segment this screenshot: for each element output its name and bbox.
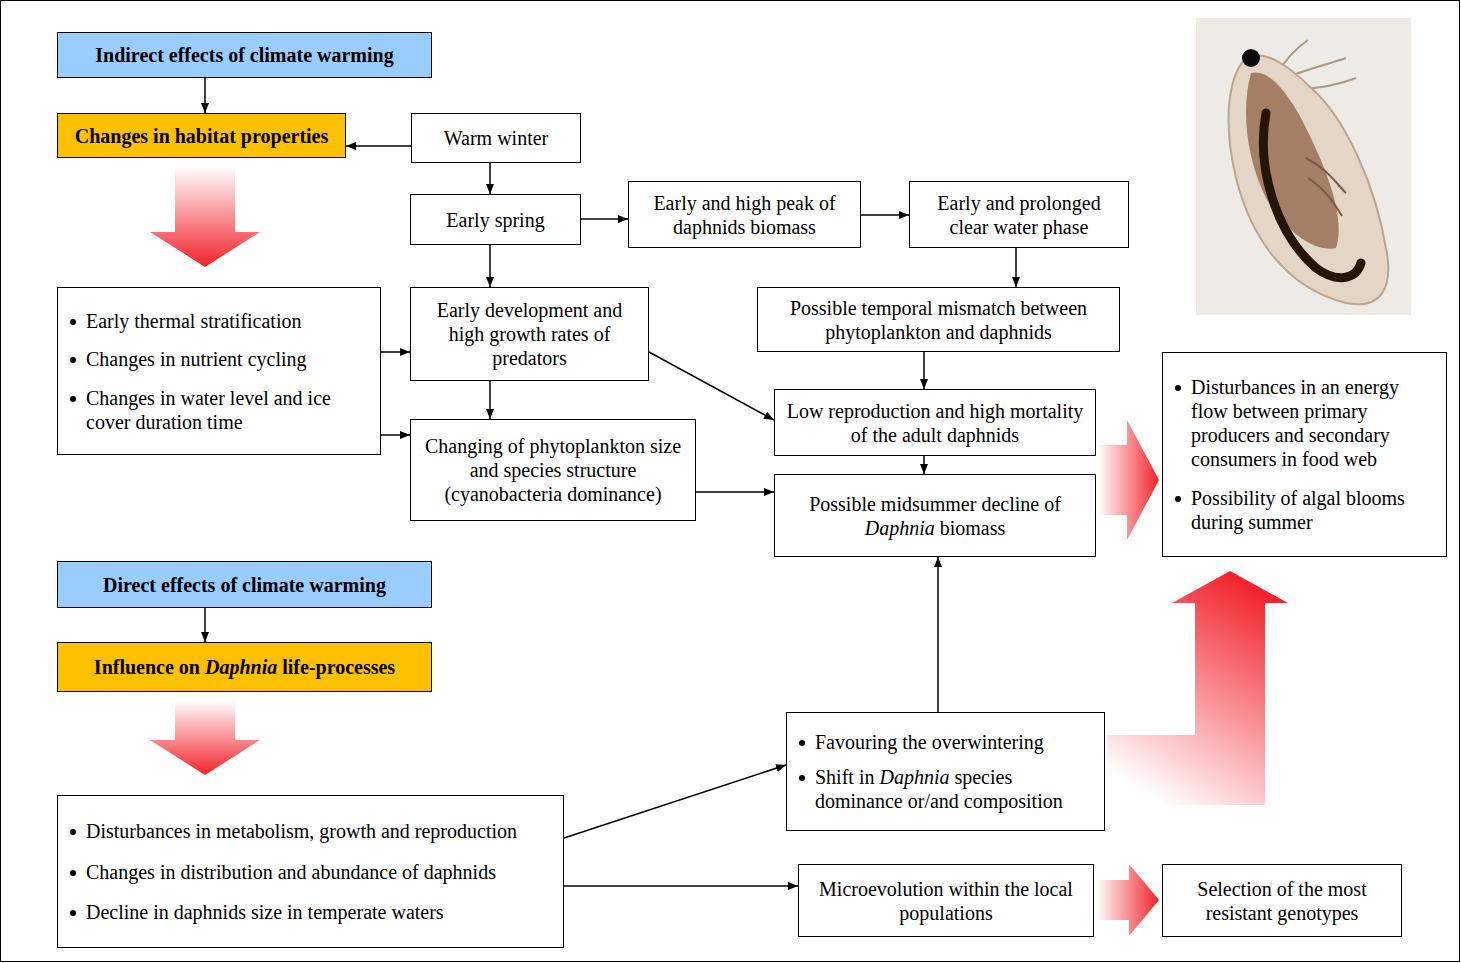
flow-arrow xyxy=(696,491,774,493)
block-arrow xyxy=(1096,864,1159,936)
box-label: Warm winter xyxy=(444,126,548,150)
bullet-item: Early thermal stratification xyxy=(68,309,372,333)
process-box: Early development and high growth rates … xyxy=(410,287,649,381)
bullet-item: Possibility of algal blooms during summe… xyxy=(1173,486,1438,534)
process-box: Low reproduction and high mortality of t… xyxy=(774,389,1096,456)
flow-arrow xyxy=(923,352,925,389)
section-header: Indirect effects of climate warming xyxy=(57,32,432,78)
box-label: Early spring xyxy=(446,208,544,232)
block-arrow xyxy=(150,166,260,267)
box-label: Changes in habitat properties xyxy=(75,124,329,148)
bullet-item: Favouring the overwintering xyxy=(797,730,1096,754)
category-box: Changes in habitat properties xyxy=(57,113,346,158)
box-label: Early development and high growth rates … xyxy=(419,298,640,370)
bullet-list-box: Disturbances in metabolism, growth and r… xyxy=(57,795,564,948)
flow-arrow xyxy=(581,218,628,220)
bullet-item: Disturbances in an energy flow between p… xyxy=(1173,375,1438,471)
box-label: Early and high peak of daphnids biomass xyxy=(637,191,852,239)
flow-arrow xyxy=(923,456,925,474)
bullet-dot xyxy=(1175,385,1181,391)
flow-arrow xyxy=(649,352,774,420)
flow-arrow xyxy=(381,434,410,436)
category-box: Influence on Daphnia life-processes xyxy=(57,642,432,692)
bullet-dot xyxy=(70,319,76,325)
bullet-list-box: Early thermal stratificationChanges in n… xyxy=(57,287,381,455)
daphnia-photo xyxy=(1196,18,1411,315)
flow-arrow xyxy=(204,78,206,113)
bullet-dot xyxy=(1175,496,1181,502)
box-label: Indirect effects of climate warming xyxy=(95,43,393,67)
flow-arrow xyxy=(1015,248,1017,287)
bullet-list-box: Favouring the overwinteringShift in Daph… xyxy=(786,712,1105,831)
process-box: Microevolution within the local populati… xyxy=(798,864,1094,937)
process-box: Selection of the most resistant genotype… xyxy=(1162,864,1402,937)
bullet-list-box: Disturbances in an energy flow between p… xyxy=(1162,352,1447,557)
flow-arrow xyxy=(564,765,786,838)
box-label: Possible temporal mismatch between phyto… xyxy=(766,296,1111,344)
process-box: Possible midsummer decline of Daphnia bi… xyxy=(774,474,1096,557)
bullet-item: Changes in distribution and abundance of… xyxy=(68,860,555,884)
bullet-item: Changes in nutrient cycling xyxy=(68,347,372,371)
box-label: Changing of phytoplankton size and speci… xyxy=(419,434,687,506)
bullet-dot xyxy=(70,870,76,876)
daphnia-eye xyxy=(1242,49,1260,67)
process-box: Changing of phytoplankton size and speci… xyxy=(410,419,696,521)
flow-arrow xyxy=(489,381,491,419)
bullet-item: Shift in Daphnia species dominance or/an… xyxy=(797,765,1096,813)
flow-arrow xyxy=(204,608,206,642)
flow-arrow xyxy=(861,214,909,216)
block-arrow xyxy=(1098,420,1159,540)
bullet-dot xyxy=(799,740,805,746)
block-arrow xyxy=(1107,571,1288,805)
process-box: Early and high peak of daphnids biomass xyxy=(628,181,861,248)
process-box: Early and prolonged clear water phase xyxy=(909,181,1129,248)
bullet-dot xyxy=(70,829,76,835)
daphnia-legs xyxy=(1306,158,1346,216)
bullet-dot xyxy=(70,910,76,916)
daphnia-carapace xyxy=(1229,55,1389,304)
flow-arrow xyxy=(346,145,411,147)
flow-arrow xyxy=(489,245,491,287)
box-label: Influence on Daphnia life-processes xyxy=(94,655,395,679)
bullet-item: Changes in water level and ice cover dur… xyxy=(68,386,372,434)
bullet-dot xyxy=(70,357,76,363)
bullet-item: Disturbances in metabolism, growth and r… xyxy=(68,819,555,843)
bullet-dot xyxy=(799,775,805,781)
box-label: Early and prolonged clear water phase xyxy=(918,191,1120,239)
flow-arrow xyxy=(564,885,798,887)
photo-ground xyxy=(1196,18,1411,315)
box-label: Selection of the most resistant genotype… xyxy=(1171,877,1393,925)
flow-arrow xyxy=(937,557,939,712)
process-box: Possible temporal mismatch between phyto… xyxy=(757,287,1120,352)
flow-arrow xyxy=(381,351,410,353)
block-arrow xyxy=(150,700,260,775)
section-header: Direct effects of climate warming xyxy=(57,561,432,608)
box-label: Microevolution within the local populati… xyxy=(807,877,1085,925)
bullet-item: Decline in daphnids size in temperate wa… xyxy=(68,900,555,924)
daphnia-gut xyxy=(1263,113,1361,278)
bullet-dot xyxy=(70,396,76,402)
process-box: Warm winter xyxy=(411,113,581,163)
process-box: Early spring xyxy=(410,194,581,245)
box-label: Possible midsummer decline of Daphnia bi… xyxy=(783,492,1087,540)
flow-arrow xyxy=(489,163,491,194)
box-label: Direct effects of climate warming xyxy=(103,573,386,597)
box-label: Low reproduction and high mortality of t… xyxy=(783,399,1087,447)
